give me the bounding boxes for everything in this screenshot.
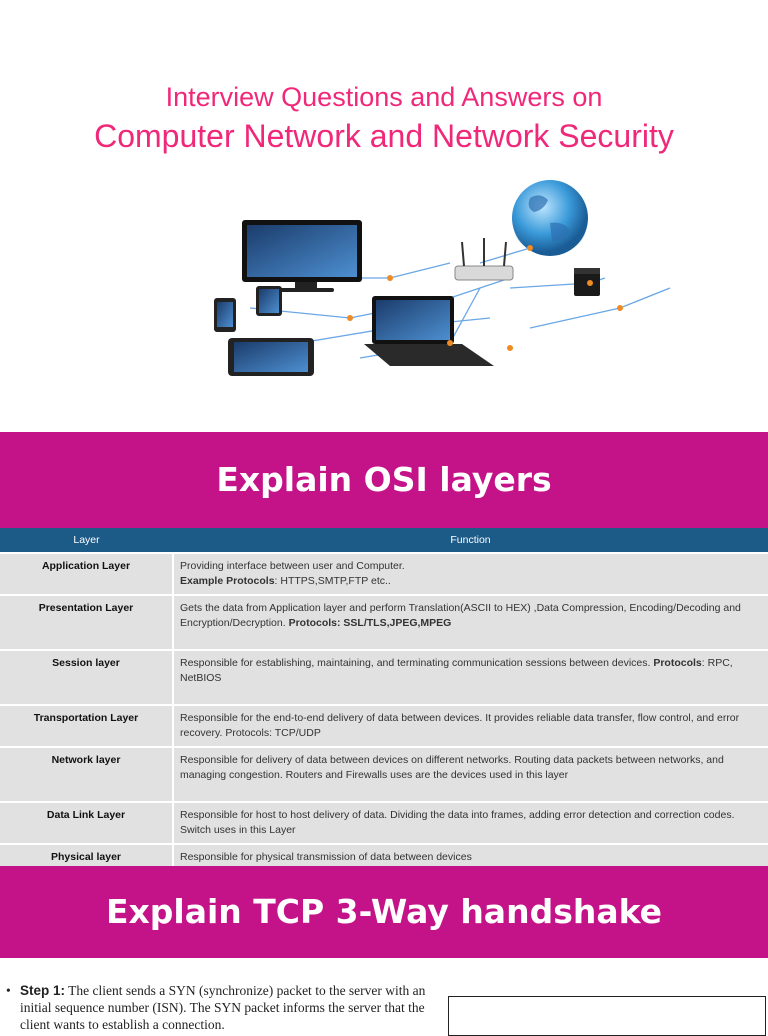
handshake-diagram-frame (448, 996, 766, 1036)
layer-name: Network layer (0, 746, 174, 802)
column-header-function: Function (173, 528, 768, 553)
column-header-layer: Layer (0, 528, 173, 553)
table-row: Application Layer Providing interface be… (0, 552, 768, 595)
layer-name: Data Link Layer (0, 801, 174, 844)
tablet-small-icon (256, 286, 282, 316)
layer-name: Session layer (0, 649, 174, 705)
page-title: Interview Questions and Answers on Compu… (0, 78, 768, 156)
tcp-section-banner: Explain TCP 3-Way handshake (0, 866, 768, 958)
tcp-steps-list: • Step 1: The client sends a SYN (synchr… (6, 982, 442, 1033)
layer-function: Providing interface between user and Com… (173, 552, 768, 595)
bullet-icon: • (6, 983, 11, 998)
layer-name: Application Layer (0, 552, 174, 595)
router-icon (454, 238, 514, 281)
network-devices-illustration (214, 180, 671, 376)
layer-function: Responsible for delivery of data between… (173, 746, 768, 802)
layer-function: Responsible for establishing, maintainin… (173, 649, 768, 705)
table-row: Physical layer Responsible for physical … (0, 843, 768, 870)
title-line-1: Interview Questions and Answers on (165, 82, 603, 112)
layer-name: Presentation Layer (0, 594, 174, 650)
osi-layers-table: Layer Function Application Layer Providi… (0, 528, 768, 870)
layer-function: Responsible for host to host delivery of… (173, 801, 768, 844)
table-row: Data Link Layer Responsible for host to … (0, 801, 768, 844)
table-row: Presentation Layer Gets the data from Ap… (0, 594, 768, 650)
table-row: Transportation Layer Responsible for the… (0, 704, 768, 747)
table-header-row: Layer Function (0, 528, 768, 553)
osi-section-banner: Explain OSI layers (0, 432, 768, 528)
globe-icon (512, 180, 588, 256)
phone-icon (214, 298, 236, 332)
title-line-2: Computer Network and Network Security (94, 118, 674, 154)
table-row: Network layer Responsible for delivery o… (0, 746, 768, 802)
layer-function: Responsible for physical transmission of… (173, 843, 768, 870)
laptop-icon (364, 296, 494, 366)
tablet-icon (228, 338, 314, 376)
layer-name: Physical layer (0, 843, 174, 870)
layer-function: Gets the data from Application layer and… (173, 594, 768, 650)
table-row: Session layer Responsible for establishi… (0, 649, 768, 705)
monitor-icon (242, 220, 362, 292)
layer-function: Responsible for the end-to-end delivery … (173, 704, 768, 747)
list-item: Step 1: The client sends a SYN (synchron… (20, 983, 426, 1032)
server-box-icon (574, 268, 600, 296)
layer-name: Transportation Layer (0, 704, 174, 747)
